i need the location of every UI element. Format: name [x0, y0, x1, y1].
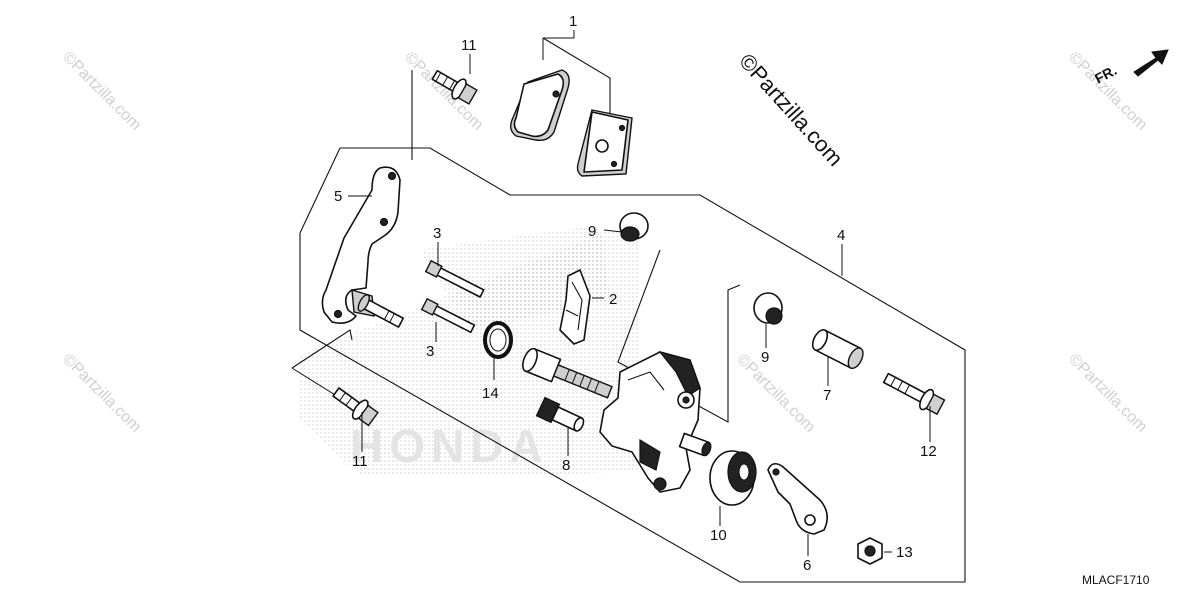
direction-arrow-icon [1133, 49, 1169, 77]
callout-7: 7 [823, 387, 831, 404]
dotted-shading: HONDA [300, 225, 640, 475]
callout-1: 1 [569, 13, 577, 30]
bleeder-valve [535, 396, 585, 432]
seal-ring [483, 321, 513, 359]
flange-bolt-top [431, 69, 478, 105]
brand-watermark: HONDA [350, 420, 549, 472]
callout-13: 13 [896, 544, 913, 561]
lower-bracket [291, 329, 353, 369]
callout-10: 10 [710, 527, 727, 544]
pad-pin-lower [420, 297, 476, 334]
boot-right [753, 292, 783, 325]
callout-3-upper: 3 [433, 225, 441, 242]
brake-pad-right [576, 109, 633, 177]
brake-pad-left [509, 69, 570, 142]
watermark-top-left: ©Partzilla.com [59, 49, 144, 134]
caliper-bracket [617, 249, 741, 423]
flange-nut [857, 537, 883, 565]
watermark-bottom-left: ©Partzilla.com [59, 351, 144, 436]
callout-14: 14 [482, 385, 499, 402]
callout-4: 4 [837, 227, 845, 244]
callout-11-top: 11 [461, 37, 477, 54]
callout-12: 12 [920, 443, 937, 460]
bracket-pin [357, 294, 404, 328]
flange-bolt-right [882, 372, 946, 416]
pad-spring [559, 269, 591, 345]
callout-11-bottom: 11 [352, 453, 368, 470]
watermark-top-right: ©Partzilla.com [1065, 49, 1150, 134]
leader-lines [348, 30, 931, 556]
flange-bolt-bottom [332, 387, 379, 427]
caliper-fitting [678, 432, 712, 457]
lower-bracket-leg [291, 367, 341, 399]
caliper-bolt [522, 347, 613, 399]
pad-pin-upper [424, 259, 485, 298]
collar-sleeve [811, 329, 864, 370]
watermark-bottom-right: ©Partzilla.com [1065, 351, 1150, 436]
callout-5: 5 [334, 188, 342, 205]
pad-bracket [542, 37, 611, 118]
caliper-body [599, 350, 701, 493]
callout-6: 6 [803, 557, 811, 574]
boot-top [619, 212, 649, 242]
callout-labels: 11 1 5 3 3 9 2 4 14 8 9 7 12 11 10 6 13 [334, 13, 937, 574]
watermark-bottom-mid: ©Partzilla.com [733, 351, 818, 436]
assembly-boundary [299, 147, 966, 583]
diagram-code: MLACF1710 [1082, 573, 1150, 587]
stopper-plate [767, 462, 828, 535]
callout-8: 8 [562, 457, 570, 474]
callout-3-lower: 3 [426, 343, 434, 360]
callout-2: 2 [609, 291, 617, 308]
watermark-center: ©Partzilla.com [734, 49, 848, 171]
direction-indicator: FR. [1092, 49, 1169, 87]
callout-9-right: 9 [761, 349, 769, 366]
callout-9-top: 9 [588, 223, 596, 240]
damper-roller [709, 450, 757, 506]
